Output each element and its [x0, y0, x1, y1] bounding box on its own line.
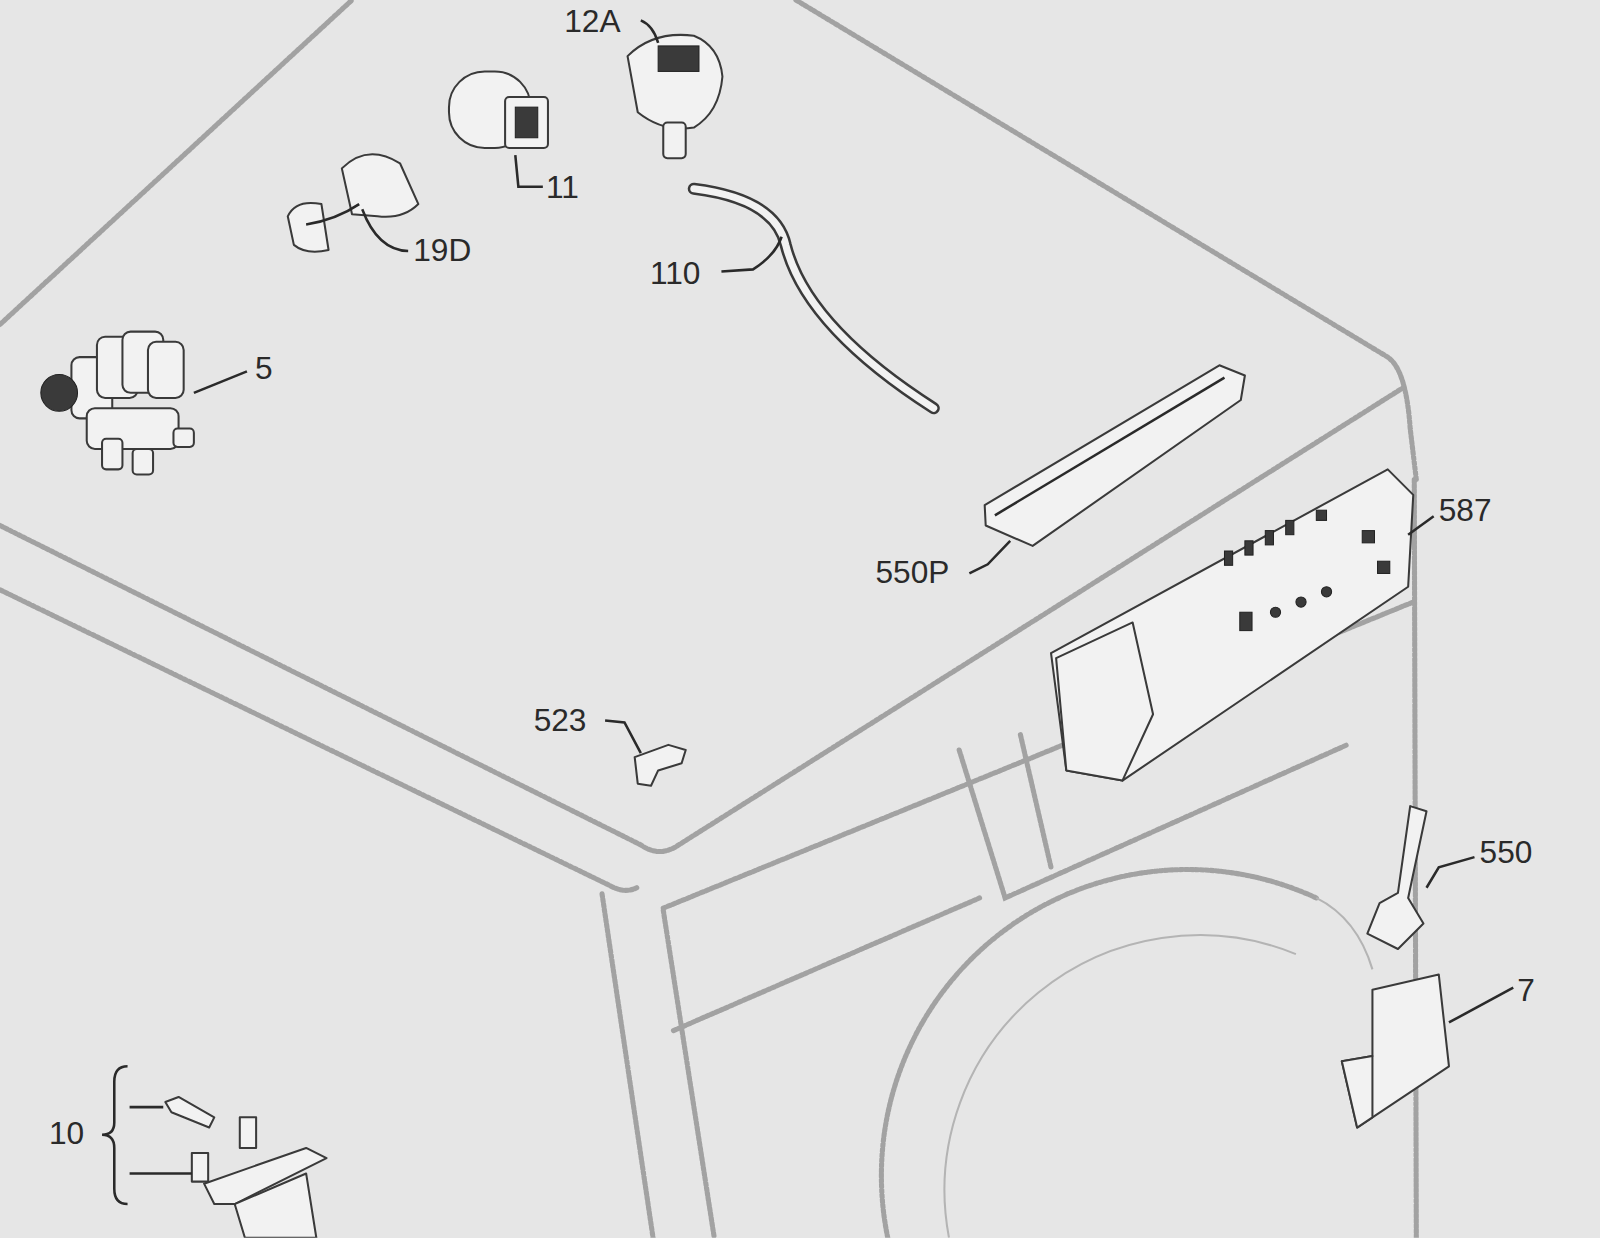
callout-number: 110 [650, 257, 700, 289]
door-lock-parts [288, 154, 419, 252]
filter-box [1342, 974, 1449, 1127]
control-board [1051, 469, 1413, 780]
callout-number: 5 [255, 352, 273, 384]
panel-strip [985, 365, 1245, 546]
callout-number: 19D [413, 235, 471, 267]
selector-bar [1367, 806, 1426, 949]
callout-number: 523 [534, 704, 587, 736]
cabinet-outline [0, 0, 1416, 1238]
pressure-switch [628, 35, 723, 158]
heater [102, 1066, 326, 1237]
callout-number: 11 [546, 171, 579, 203]
callout-number: 550P [876, 556, 950, 588]
callout-number: 550 [1480, 837, 1533, 869]
leader-lines [130, 20, 1514, 1173]
clip [635, 745, 686, 786]
hose [694, 189, 934, 408]
callout-number: 587 [1439, 495, 1492, 527]
callout-number: 10 [49, 1117, 84, 1149]
callout-number: 7 [1517, 974, 1535, 1006]
water-valve [41, 332, 194, 475]
callout-number: 12A [564, 5, 620, 37]
capacitor [449, 71, 548, 148]
